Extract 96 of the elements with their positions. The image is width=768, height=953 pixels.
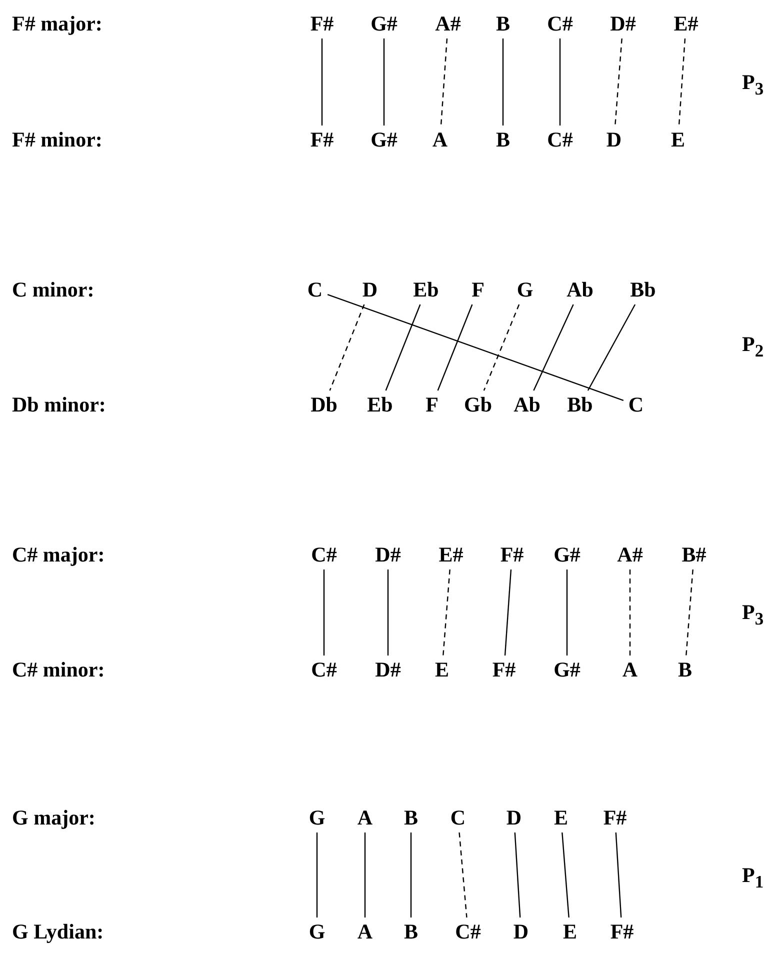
note-name: F# [308, 12, 336, 36]
dashed-connector [440, 38, 448, 126]
connector-line [559, 38, 561, 126]
note-name: E [561, 920, 579, 944]
scale-name: G major: [11, 806, 96, 830]
connector-line [566, 570, 568, 656]
note-name: Eb [365, 394, 395, 416]
note-name: F# [490, 658, 518, 682]
connector-line [615, 832, 622, 918]
note-name: D [511, 920, 531, 944]
connector-line [502, 38, 504, 126]
scale-name: F# major: [11, 12, 104, 36]
note-name: C# [545, 128, 575, 152]
note-name: D# [373, 544, 403, 566]
note-name: F [470, 278, 486, 302]
note-name: G# [552, 658, 582, 682]
note-name: E [552, 806, 570, 830]
dashed-connector [629, 570, 631, 656]
transform-label: P$_{3}$ [741, 71, 765, 99]
note-name: B [402, 920, 420, 944]
note-name: D [604, 128, 624, 152]
note-name: D [504, 806, 524, 830]
connector-line [364, 832, 366, 918]
scale-name: C# major: [11, 544, 106, 566]
transform-label: P$_{3}$ [741, 601, 765, 629]
dashed-connector [458, 832, 468, 918]
note-name: C# [309, 658, 339, 682]
note-name: Db [308, 394, 340, 416]
connector-line [437, 304, 473, 391]
connector-line [385, 304, 421, 391]
scale-name: G Lydian: [11, 920, 105, 944]
note-name: G [306, 920, 328, 944]
connector-line [562, 832, 570, 918]
note-name: E# [672, 12, 700, 36]
connector-line [410, 832, 412, 918]
note-name: A [355, 920, 375, 944]
dashed-connector [442, 569, 450, 656]
dashed-connector [686, 569, 694, 656]
note-name: B [402, 806, 420, 830]
note-name: B [676, 658, 694, 682]
note-name: Eb [411, 278, 441, 302]
note-name: G [514, 278, 536, 302]
note-name: A [355, 806, 375, 830]
dashed-connector [614, 38, 622, 126]
connector-line [321, 38, 323, 126]
note-name: C# [545, 12, 575, 36]
note-name: A [620, 658, 640, 682]
note-name: G# [368, 128, 400, 152]
note-name: C [448, 806, 468, 830]
note-name: F# [608, 920, 636, 944]
note-name: B [494, 128, 512, 152]
note-name: Gb [462, 394, 494, 416]
note-name: A [430, 128, 450, 152]
dashed-connector [329, 304, 365, 391]
connector-line [316, 832, 318, 918]
scale-name: C# minor: [11, 658, 106, 682]
note-name: E [433, 658, 451, 682]
note-name: E [669, 128, 687, 152]
note-name: G# [368, 12, 400, 36]
connector-line [383, 38, 385, 126]
note-name: Ab [512, 394, 542, 416]
connector-line [327, 294, 624, 402]
note-name: F [424, 394, 440, 416]
connector-line [504, 569, 512, 656]
connector-line [587, 304, 636, 391]
note-name: D# [373, 658, 403, 682]
connector-line [387, 570, 389, 656]
scale-name: Db minor: [11, 394, 107, 416]
note-name: G# [552, 544, 582, 566]
transform-label: P$_{2}$ [741, 333, 765, 361]
note-name: B [494, 12, 512, 36]
note-name: Bb [565, 394, 595, 416]
note-name: B# [680, 544, 708, 566]
dashed-connector [678, 38, 686, 126]
note-name: G [306, 806, 328, 830]
note-name: C# [309, 544, 339, 566]
note-name: F# [308, 128, 336, 152]
note-name: A# [615, 544, 645, 566]
transform-label: P$_{1}$ [741, 864, 765, 892]
scale-name: F# minor: [11, 128, 104, 152]
connector-line [533, 304, 574, 391]
note-name: F# [601, 806, 629, 830]
note-name: C# [453, 920, 483, 944]
connector-line [323, 570, 325, 656]
connector-line [514, 832, 521, 918]
note-name: C [305, 278, 325, 302]
note-name: C [626, 394, 646, 416]
note-name: E# [436, 544, 466, 566]
note-name: A# [433, 12, 463, 36]
dashed-connector [483, 304, 520, 391]
note-name: Bb [628, 278, 658, 302]
note-name: D# [608, 12, 638, 36]
note-name: D [360, 278, 380, 302]
note-name: F# [498, 544, 526, 566]
scale-name: C minor: [11, 278, 96, 302]
note-name: Ab [564, 278, 596, 302]
